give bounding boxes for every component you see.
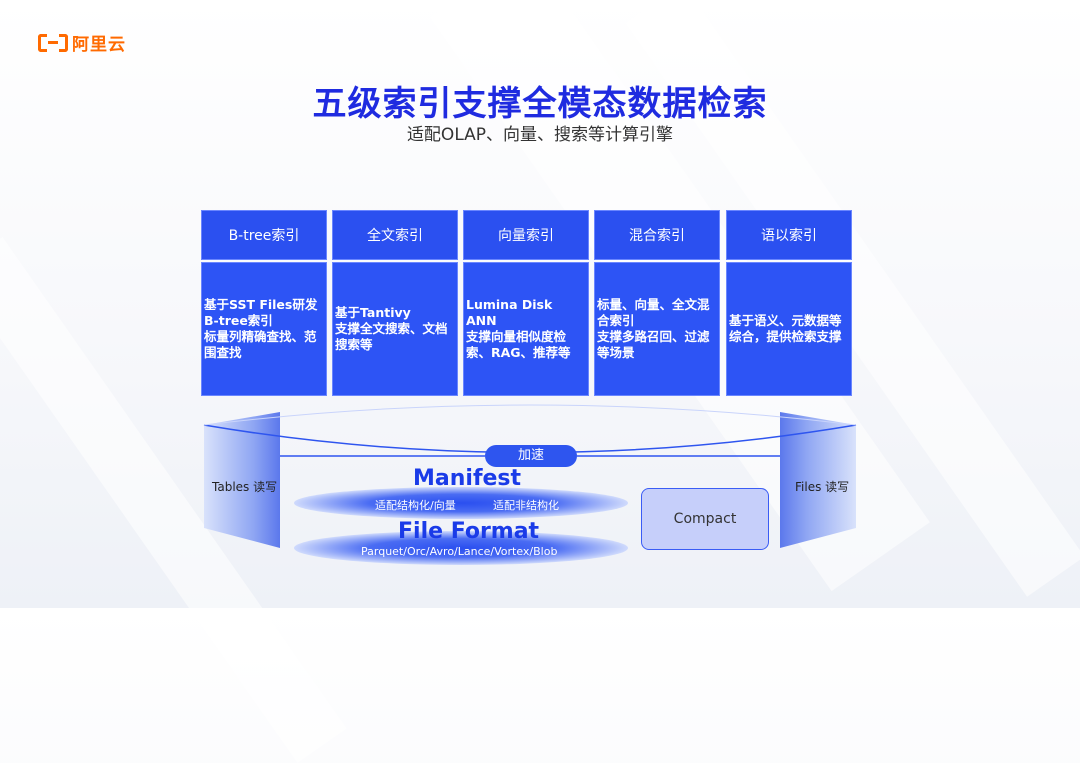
index-description: Lumina Disk ANN 支撑向量相似度检 索、RAG、推荐等 (463, 262, 589, 396)
desc-line: 等场景 (597, 345, 635, 360)
cylinder-back-rim (203, 404, 857, 426)
desc-line: 支撑向量相似度检 (466, 329, 567, 344)
manifest-structured-label: 适配结构化/向量 (375, 499, 456, 512)
index-column-semantic: 语以索引 基于语义、元数据等 综合，提供检索支撑 (726, 210, 852, 396)
desc-line: 支撑全文搜索、文档 (335, 321, 448, 336)
storage-cylinder-graphic (203, 404, 857, 565)
tables-wall (204, 412, 280, 548)
desc-line: Lumina Disk ANN (466, 297, 553, 328)
file-format-list: Parquet/Orc/Avro/Lance/Vortex/Blob (361, 545, 558, 558)
index-header: 语以索引 (726, 210, 852, 260)
file-format-disc (294, 531, 628, 565)
desc-line: 索、RAG、推荐等 (466, 345, 571, 360)
index-description: 基于SST Files研发 B-tree索引 标量列精确查找、范 围查找 (201, 262, 327, 396)
page-subtitle: 适配OLAP、向量、搜索等计算引擎 (406, 125, 674, 145)
tables-read-write-label: Tables 读写 (212, 480, 278, 494)
aliyun-logo-icon (38, 33, 68, 52)
manifest-label: Manifest (413, 466, 522, 491)
manifest-unstructured-label: 适配非结构化 (493, 499, 559, 512)
index-header: 混合索引 (594, 210, 720, 260)
desc-line: 支撑多路召回、过滤 (597, 329, 710, 344)
desc-line: 基于SST Files研发 (204, 297, 318, 312)
desc-line: 标量、向量、全文混 (597, 297, 710, 312)
manifest-disc (294, 487, 628, 519)
brand-logo: 阿里云 (38, 30, 126, 55)
index-description: 基于语义、元数据等 综合，提供检索支撑 (726, 262, 852, 396)
accelerate-badge: 加速 (485, 445, 577, 467)
desc-line: B-tree索引 (204, 313, 273, 328)
index-column-vector: 向量索引 Lumina Disk ANN 支撑向量相似度检 索、RAG、推荐等 (463, 210, 589, 396)
files-wall (780, 412, 856, 548)
index-header: 向量索引 (463, 210, 589, 260)
desc-line: 围查找 (204, 345, 242, 360)
desc-line: 搜索等 (335, 337, 373, 352)
index-description: 基于Tantivy 支撑全文搜索、文档 搜索等 (332, 262, 458, 396)
compact-box: Compact (641, 488, 769, 550)
desc-line: 标量列精确查找、范 (204, 329, 317, 344)
page-title: 五级索引支撑全模态数据检索 (312, 84, 768, 124)
desc-line: 基于Tantivy (335, 305, 411, 320)
index-header: 全文索引 (332, 210, 458, 260)
index-description: 标量、向量、全文混 合索引 支撑多路召回、过滤 等场景 (594, 262, 720, 396)
index-column-btree: B-tree索引 基于SST Files研发 B-tree索引 标量列精确查找、… (201, 210, 327, 396)
brand-name: 阿里云 (72, 35, 126, 55)
desc-line: 基于语义、元数据等 (729, 313, 842, 328)
index-column-fulltext: 全文索引 基于Tantivy 支撑全文搜索、文档 搜索等 (332, 210, 458, 396)
file-format-label: File Format (398, 519, 540, 544)
desc-line: 合索引 (597, 313, 635, 328)
index-header: B-tree索引 (201, 210, 327, 260)
index-column-hybrid: 混合索引 标量、向量、全文混 合索引 支撑多路召回、过滤 等场景 (594, 210, 720, 396)
desc-line: 综合，提供检索支撑 (729, 329, 842, 344)
files-read-write-label: Files 读写 (795, 480, 850, 494)
